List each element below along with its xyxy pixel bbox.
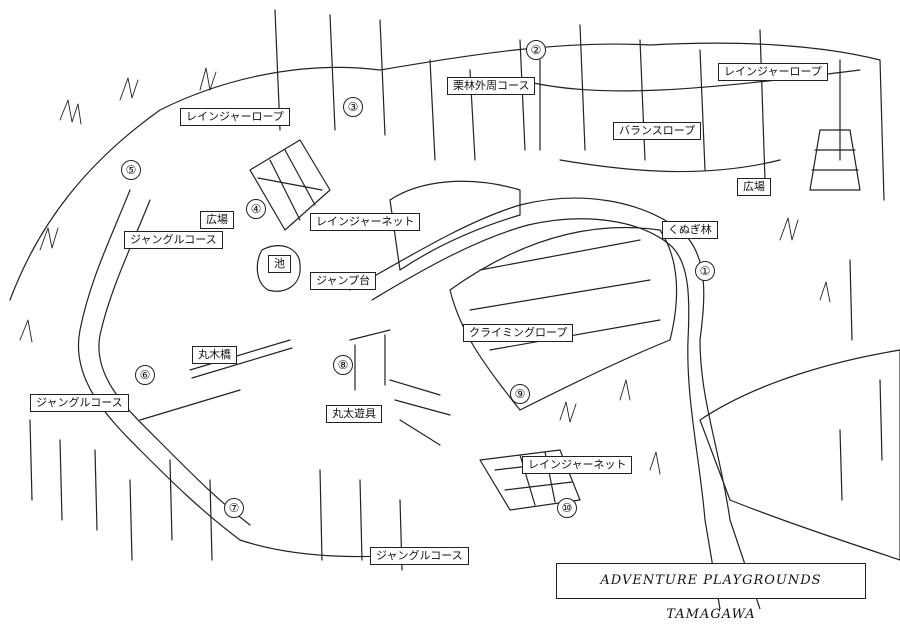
net-structure <box>249 139 331 231</box>
jungle-course-path <box>77 189 451 558</box>
label-jungle-course-left: ジャングルコース <box>124 231 223 249</box>
marker-2: ② <box>526 40 546 60</box>
marker-3: ③ <box>343 97 363 117</box>
tree-trunks <box>29 9 885 571</box>
pond-outline <box>256 245 301 292</box>
label-log-play: 丸太遊具 <box>326 405 382 423</box>
label-range-net-low: レインジャーネット <box>522 456 633 474</box>
label-plaza-left: 広場 <box>200 211 234 229</box>
label-jump-stand: ジャンプ台 <box>310 272 377 290</box>
playground-map-drawing <box>9 9 900 609</box>
label-log-bridge: 丸木橋 <box>192 346 237 364</box>
marker-4: ④ <box>246 199 266 219</box>
marker-9: ⑨ <box>510 384 530 404</box>
field-upper <box>389 180 521 271</box>
field-right <box>699 349 900 561</box>
log-bridge-drawing <box>139 339 293 421</box>
marker-1: ① <box>695 261 715 281</box>
label-climbing-rope: クライミングロープ <box>463 324 574 342</box>
label-range-net-mid: レインジャーネット <box>310 213 421 231</box>
label-balance-rope: バランスロープ <box>613 122 702 140</box>
label-jungle-course-bottom: ジャングルコース <box>370 547 469 565</box>
label-pond: 池 <box>268 255 291 273</box>
hill-outline <box>9 42 881 301</box>
tower-right <box>809 129 861 191</box>
log-play-structure <box>349 329 451 446</box>
marker-10: ⑩ <box>557 498 577 518</box>
label-plaza-right: 広場 <box>737 178 771 196</box>
label-chestnut-course: 栗林外周コース <box>447 77 536 95</box>
marker-7: ⑦ <box>224 498 244 518</box>
label-kunugi-forest: くぬぎ林 <box>662 221 718 239</box>
marker-6: ⑥ <box>135 365 155 385</box>
marker-8: ⑧ <box>333 355 353 375</box>
marker-5: ⑤ <box>121 160 141 180</box>
label-range-rope-top-right: レインジャーロープ <box>718 63 828 81</box>
map-title: ADVENTURE PLAYGROUNDS TAMAGAWA <box>551 563 866 622</box>
balance-rope-line <box>559 159 781 173</box>
grass-tufts <box>19 67 831 475</box>
field-middle <box>449 226 678 411</box>
label-range-rope-left: レインジャーロープ <box>180 108 290 126</box>
label-jungle-course-lower-left: ジャングルコース <box>30 394 129 412</box>
